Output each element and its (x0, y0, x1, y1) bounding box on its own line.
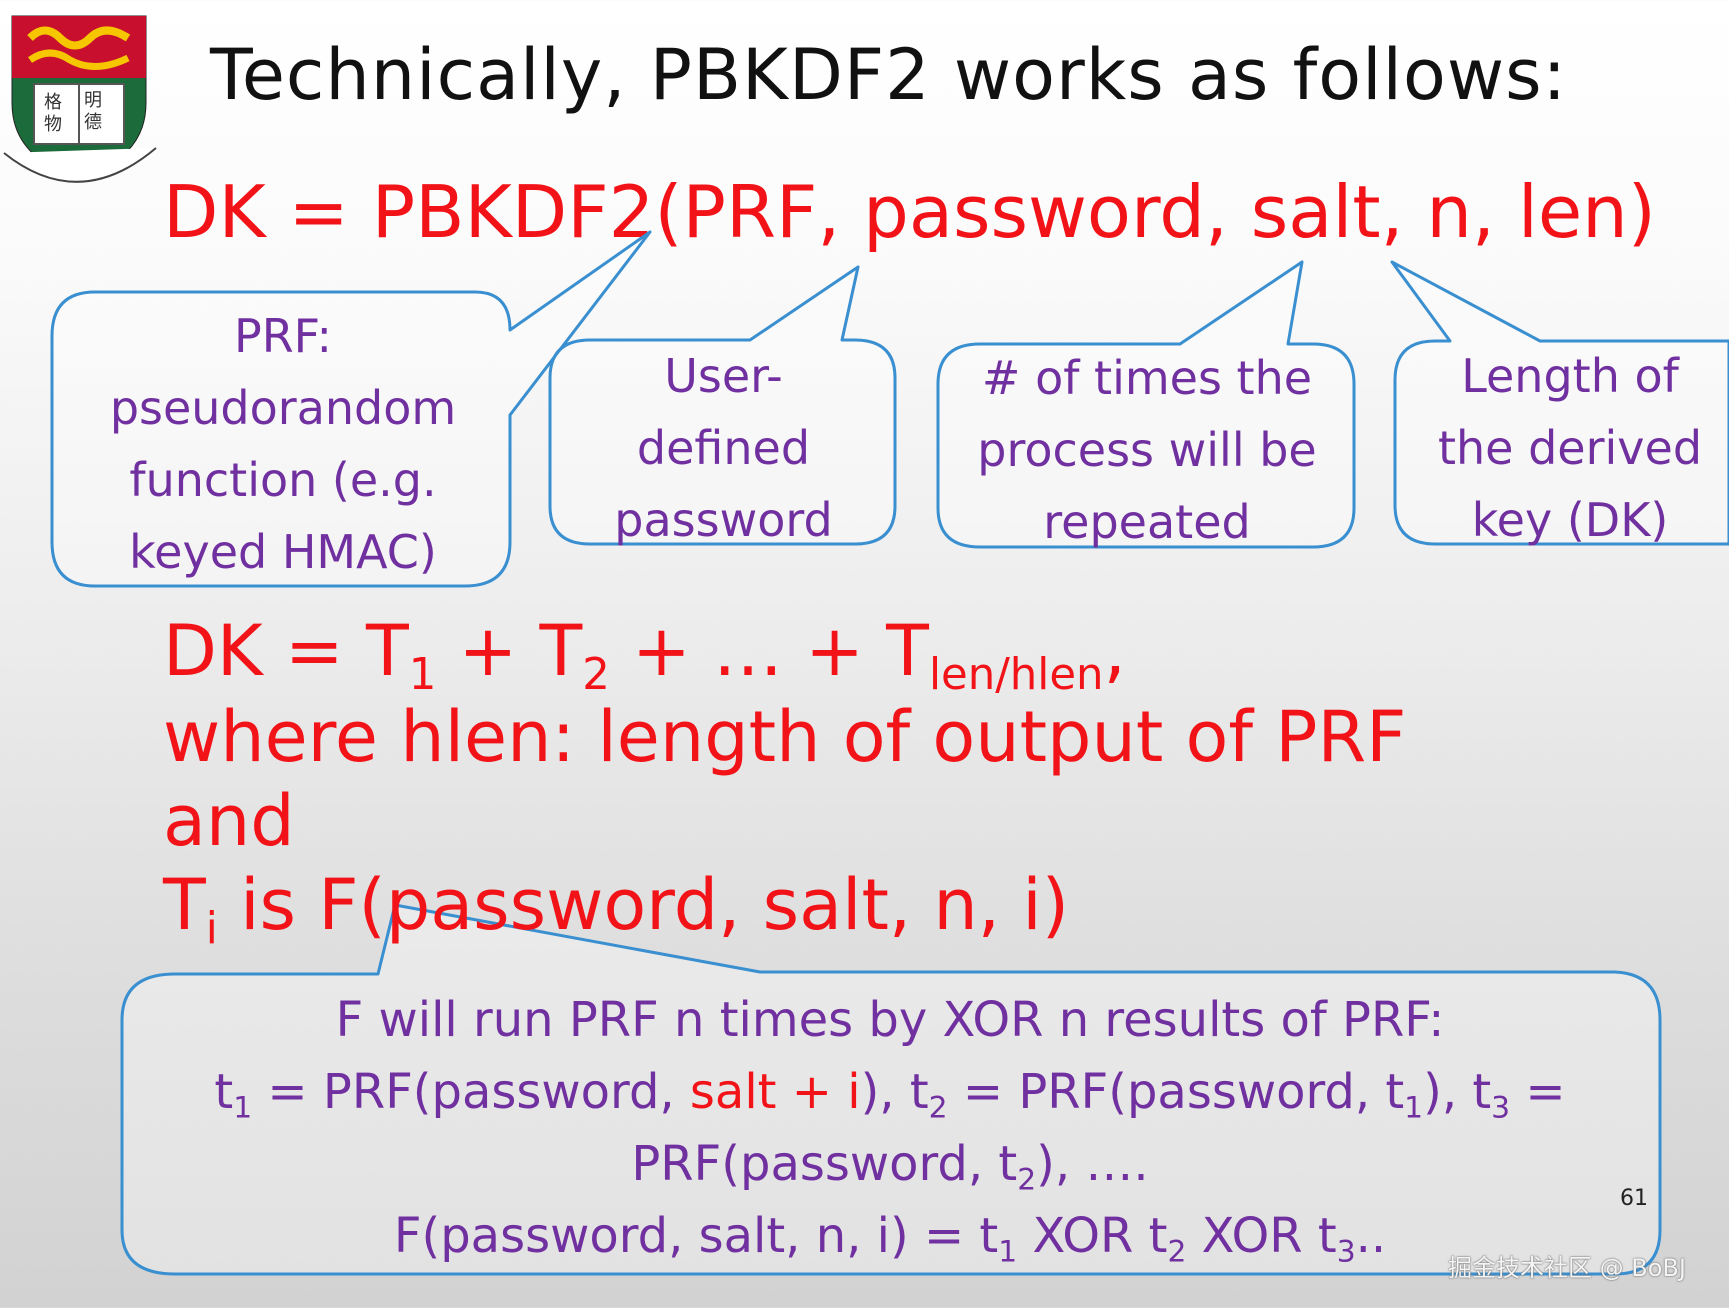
callout-prf-bubble (50, 230, 652, 588)
page-number: 61 (1620, 1186, 1648, 1211)
where-hlen-line: where hlen: length of output of PRF (163, 696, 1407, 778)
slide-title: Technically, PBKDF2 works as follows: (210, 34, 1568, 116)
callout-f-bubble (120, 903, 1662, 1276)
t3-line: PRF(password, t2), …. (631, 1136, 1149, 1198)
callout-len-bubble (1390, 260, 1729, 546)
svg-text:德: 德 (84, 112, 102, 133)
svg-text:物: 物 (44, 114, 62, 135)
svg-text:格: 格 (44, 92, 62, 113)
ti-definition-line: Ti is F(password, salt, n, i) (163, 864, 1070, 954)
callout-prf-text: PRF: pseudorandom function (e.g. keyed H… (109, 309, 457, 579)
dk-concatenation-formula: DK = T1 + T2 + … + Tlen/hlen, (163, 610, 1126, 700)
watermark: 掘金技术社区 @ BoBJ (1448, 1254, 1686, 1282)
callout-len-text: Length of the derived key (DK) (1437, 349, 1703, 547)
svg-text:明: 明 (84, 90, 102, 111)
t-iterations-line: t1 = PRF(password, salt + i), t2 = PRF(p… (214, 1064, 1566, 1126)
callout-n-bubble (936, 260, 1356, 549)
pbkdf2-formula: DK = PBKDF2(PRF, password, salt, n, len) (163, 170, 1656, 254)
callout-password-bubble (548, 265, 897, 546)
and-line: and (163, 780, 295, 862)
callout-password-text: User- defined password (614, 349, 833, 547)
f-description-line: F will run PRF n times by XOR n results … (335, 992, 1445, 1048)
university-crest-logo: 格 明 物 德 (3, 15, 157, 183)
f-xor-line: F(password, salt, n, i) = t1 XOR t2 XOR … (393, 1208, 1387, 1270)
callout-n-text: # of times the process will be repeated (977, 351, 1317, 549)
